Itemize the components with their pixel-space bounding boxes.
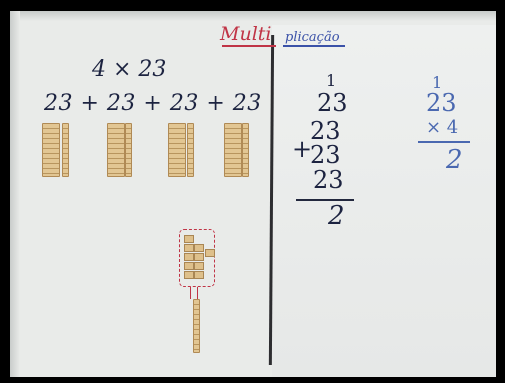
title-part1: Multi: [220, 23, 272, 45]
board-shadow-left: [10, 11, 20, 377]
sum-result: 2: [328, 201, 345, 231]
unit-cube: [184, 235, 194, 243]
unit-cube: [205, 249, 215, 257]
unit-cube: [194, 271, 204, 279]
expression: 4 × 23: [92, 57, 167, 82]
unit-cube: [184, 253, 194, 261]
ten-rod: [242, 123, 249, 177]
title-part2: plicação: [285, 30, 340, 45]
unit-cube: [184, 244, 194, 252]
mult-carry-digit: 1: [432, 73, 443, 92]
addend-row: 23: [317, 89, 348, 117]
product-line: [418, 141, 470, 143]
right-board-panel: [272, 25, 496, 377]
addend-row: 23: [313, 166, 344, 194]
title-underline-red: [222, 45, 276, 47]
product-result: 2: [446, 145, 463, 175]
multiplicand: 23: [426, 89, 457, 117]
ten-rod: [168, 123, 186, 177]
addend-row: 23: [310, 141, 341, 169]
ten-rod: [224, 123, 242, 177]
ten-rod: [42, 123, 60, 177]
whiteboard: Multi plicação 4 × 23 23 + 23 + 23 + 23: [10, 11, 496, 377]
ten-rod: [187, 123, 194, 177]
addend-row: 23: [310, 117, 341, 145]
board-shadow-top: [10, 11, 496, 21]
unit-cube: [184, 262, 194, 270]
arrow-line: [197, 287, 198, 299]
ten-rod: [125, 123, 132, 177]
unit-cube: [184, 271, 194, 279]
unit-cubes-outline: [179, 229, 215, 287]
sum-line: [296, 199, 354, 201]
unit-cube: [194, 262, 204, 270]
ten-rod-exchanged: [193, 299, 200, 353]
repeated-sum: 23 + 23 + 23 + 23: [44, 91, 262, 116]
multiplier: × 4: [426, 117, 459, 138]
unit-cube: [194, 253, 204, 261]
ten-rod: [62, 123, 69, 177]
ten-rod: [107, 123, 125, 177]
arrow-line: [190, 287, 191, 299]
title-underline-blue: [283, 45, 345, 47]
plus-sign: +: [292, 135, 313, 163]
unit-cube: [194, 244, 204, 252]
carry-digit: 1: [326, 71, 337, 90]
